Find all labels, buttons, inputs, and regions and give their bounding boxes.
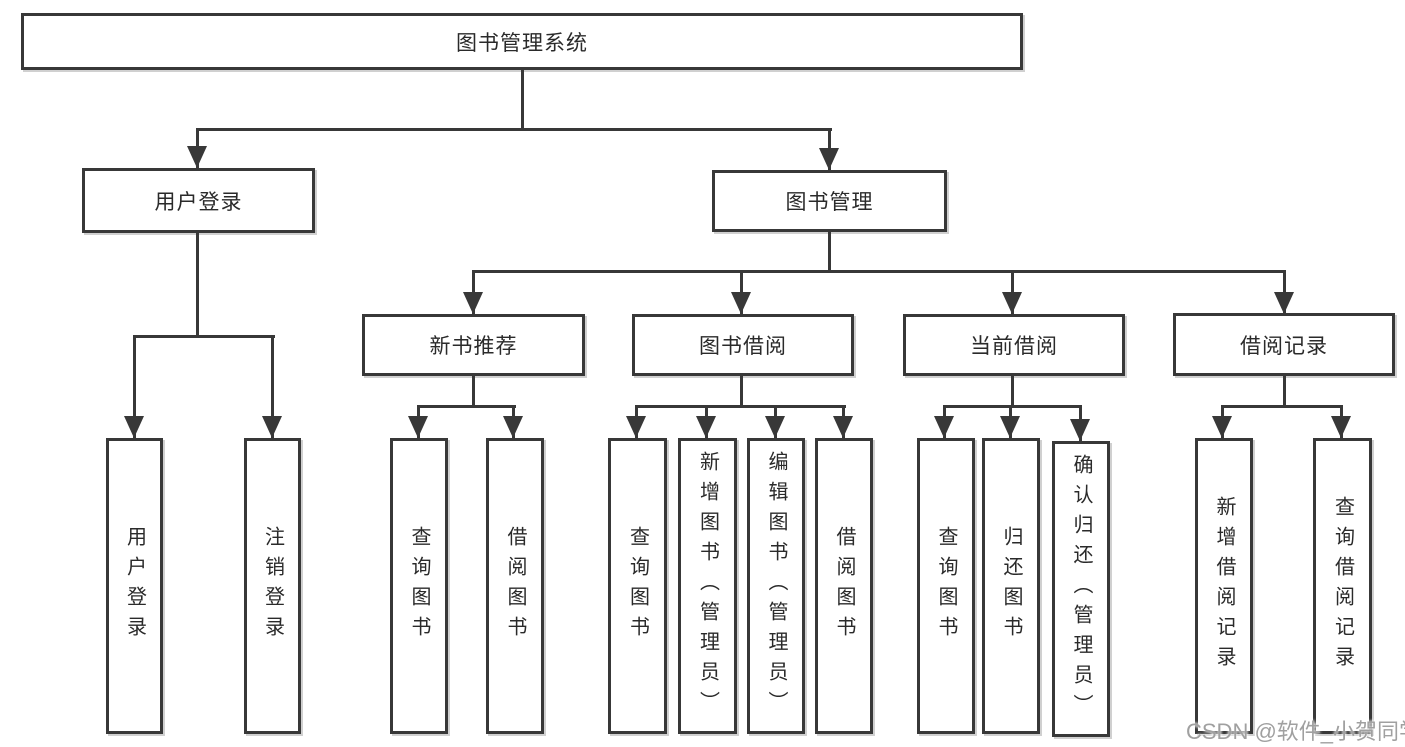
arrow-to-leaf-user-login [124,416,144,438]
arrow-to-cb-query [934,416,954,438]
connector-nbr-branch [417,405,516,408]
arrow-to-br-query [1331,416,1351,438]
leaf-br-add-record: 新增借阅记录 [1195,438,1253,734]
leaf-cb-query-books: 查询图书 [917,438,975,734]
node-current-borrowing: 当前借阅 [903,314,1125,376]
leaf-bb-edit-books-admin-label: 编辑图书（管理员） [765,451,787,721]
connector-bb-branch [635,405,846,408]
leaf-cb-confirm-return-admin-label: 确认归还（管理员） [1070,454,1092,724]
connector-cb-branch [943,405,1082,408]
leaf-bb-borrow-books-label: 借阅图书 [833,526,855,646]
leaf-nbr-query-books-label: 查询图书 [408,526,430,646]
leaf-bb-add-books-admin: 新增图书（管理员） [678,438,737,734]
arrow-to-nbr-borrow [503,416,523,438]
arrow-to-current-borrowing [1002,292,1022,314]
leaf-cb-return-books-label: 归还图书 [1000,526,1022,646]
arrow-to-bb-borrow [833,416,853,438]
arrow-to-bb-add [696,416,716,438]
leaf-bb-edit-books-admin: 编辑图书（管理员） [747,438,805,734]
arrow-to-book-management [819,148,839,170]
arrow-to-borrowing-records [1274,292,1294,314]
leaf-br-add-record-label: 新增借阅记录 [1213,496,1235,676]
connector-book-mgmt-stem [828,232,831,273]
node-book-borrowing: 图书借阅 [632,314,854,376]
csdn-watermark: CSDN @软件_小贺同学 [1186,719,1405,744]
connector-root-stem [521,70,524,131]
connector-user-login-stem [196,233,199,337]
connector-bb-stem [740,376,743,407]
leaf-br-query-record-label: 查询借阅记录 [1331,496,1354,676]
leaf-logout-label: 注销登录 [261,526,284,646]
leaf-bb-borrow-books: 借阅图书 [815,438,873,734]
arrow-to-book-borrowing [731,292,751,314]
leaf-cb-query-books-label: 查询图书 [935,526,957,646]
arrow-to-new-book-recommendation [463,292,483,314]
arrow-to-nbr-query [408,416,428,438]
connector-book-mgmt-branch [472,270,1286,273]
leaf-user-login: 用户登录 [106,438,163,734]
node-borrowing-records: 借阅记录 [1173,313,1395,376]
node-library-system: 图书管理系统 [21,13,1023,70]
connector-br-stem [1283,376,1286,407]
arrow-to-cb-confirm [1070,419,1090,441]
connector-to-leaf-user-login [133,335,136,438]
arrow-to-bb-edit [765,416,785,438]
arrow-to-user-login [187,146,207,168]
arrow-to-br-add [1212,416,1232,438]
leaf-br-query-record: 查询借阅记录 [1313,438,1372,734]
leaf-cb-confirm-return-admin: 确认归还（管理员） [1052,441,1110,737]
node-book-management: 图书管理 [712,170,947,232]
node-user-login: 用户登录 [82,168,315,233]
leaf-nbr-borrow-books-label: 借阅图书 [504,526,526,646]
arrow-to-cb-return [1000,416,1020,438]
leaf-bb-add-books-admin-label: 新增图书（管理员） [696,451,719,721]
arrow-to-leaf-logout [262,416,282,438]
node-new-book-recommendation: 新书推荐 [362,314,585,376]
arrow-to-bb-query [626,416,646,438]
connector-to-leaf-logout [271,335,274,438]
leaf-nbr-query-books: 查询图书 [390,438,448,734]
connector-br-branch [1221,405,1343,408]
leaf-bb-query-books: 查询图书 [608,438,667,734]
connector-user-login-branch [133,335,275,338]
leaf-user-login-label: 用户登录 [123,526,146,646]
connector-cb-stem [1011,376,1014,407]
leaf-cb-return-books: 归还图书 [982,438,1040,734]
connector-root-branch [196,128,832,131]
connector-nbr-stem [472,376,475,407]
leaf-logout: 注销登录 [244,438,301,734]
leaf-nbr-borrow-books: 借阅图书 [486,438,544,734]
leaf-bb-query-books-label: 查询图书 [626,526,649,646]
